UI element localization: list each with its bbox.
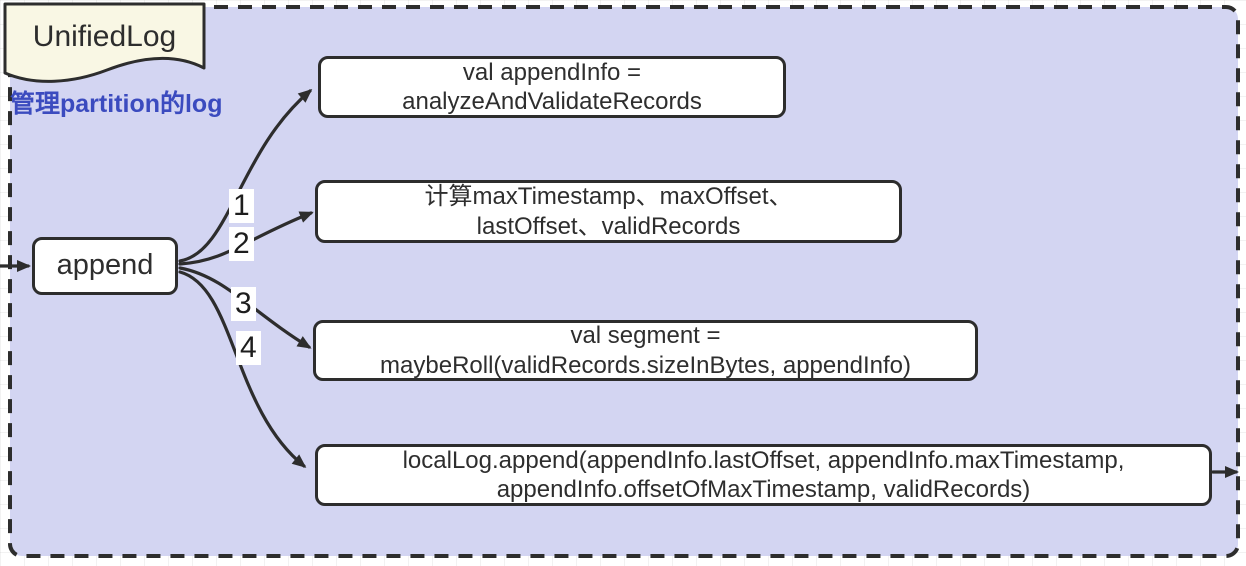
node-step2-line2: lastOffset、validRecords bbox=[476, 212, 741, 240]
banner-title: UnifiedLog bbox=[32, 20, 177, 53]
unifiedlog-banner: UnifiedLog bbox=[3, 2, 206, 94]
node-step1-line2: analyzeAndValidateRecords bbox=[402, 88, 702, 115]
node-append: append bbox=[32, 237, 178, 295]
node-step3: val segment = maybeRoll(validRecords.siz… bbox=[313, 320, 978, 381]
edge-number-4: 4 bbox=[236, 331, 261, 365]
node-step3-line2: maybeRoll(validRecords.sizeInBytes, appe… bbox=[380, 351, 911, 379]
node-step4-line2: appendInfo.offsetOfMaxTimestamp, validRe… bbox=[496, 476, 1031, 503]
node-step1: val appendInfo = analyzeAndValidateRecor… bbox=[318, 56, 786, 118]
edge-number-3: 3 bbox=[231, 287, 256, 321]
edge-number-1: 1 bbox=[229, 189, 254, 223]
node-step3-line1: val segment = bbox=[570, 322, 721, 350]
node-append-label: append bbox=[56, 249, 154, 282]
node-step4: localLog.append(appendInfo.lastOffset, a… bbox=[315, 444, 1212, 506]
unifiedlog-container bbox=[8, 5, 1240, 558]
node-step2-line1: 计算maxTimestamp、maxOffset、 bbox=[424, 183, 793, 211]
node-step1-line1: val appendInfo = bbox=[462, 58, 642, 86]
document-shape-icon bbox=[3, 2, 206, 83]
node-step4-line1: localLog.append(appendInfo.lastOffset, a… bbox=[402, 446, 1125, 474]
subtitle-label: 管理partition的log bbox=[10, 90, 223, 118]
edge-number-2: 2 bbox=[229, 227, 254, 261]
arrow-append-to-step4 bbox=[178, 270, 307, 468]
node-step2: 计算maxTimestamp、maxOffset、 lastOffset、val… bbox=[315, 180, 902, 243]
